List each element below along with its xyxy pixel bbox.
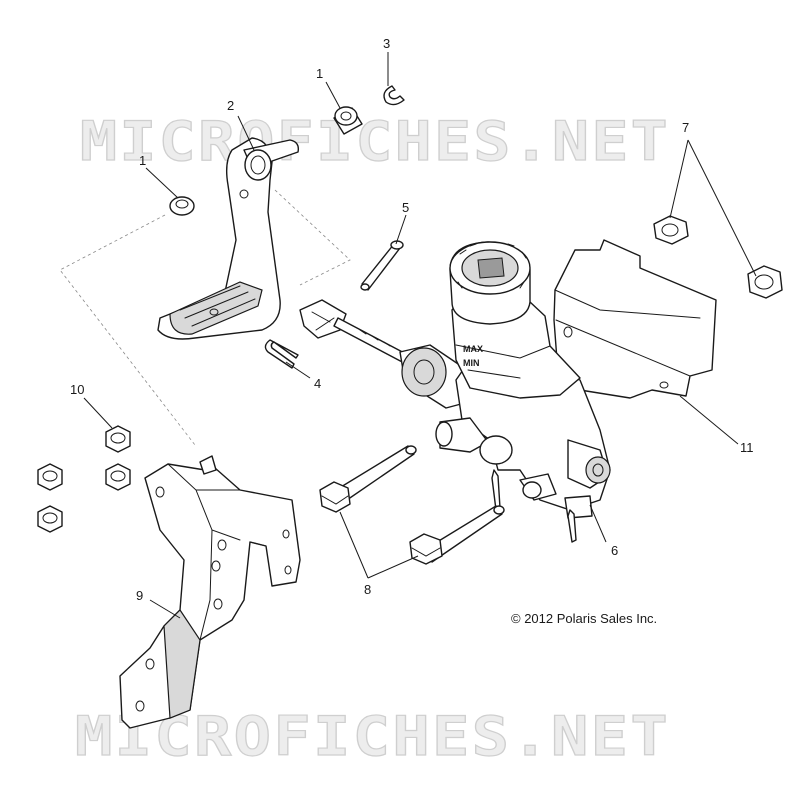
- nut-10-c: [105, 463, 131, 491]
- copyright-notice: © 2012 Polaris Sales Inc.: [511, 611, 657, 626]
- reservoir-max-mark: MAX: [463, 344, 483, 354]
- callout-1-top: 1: [316, 66, 323, 81]
- callout-8: 8: [364, 582, 371, 597]
- brake-pedal: [157, 137, 300, 340]
- callout-11: 11: [740, 440, 754, 455]
- pedal-mount-bracket: [119, 455, 301, 729]
- nut-10-b: [37, 463, 63, 491]
- master-cylinder: MAX MIN: [299, 241, 611, 543]
- callout-4: 4: [314, 376, 321, 391]
- callouts: 1 2 1 3 5 4 7 11 6 8 9 10: [70, 36, 754, 603]
- callout-1-left: 1: [139, 153, 146, 168]
- callout-6: 6: [611, 543, 618, 558]
- phantom-lines: [59, 189, 351, 446]
- nut-lower: [747, 265, 783, 299]
- callout-10: 10: [70, 382, 84, 397]
- nut-upper: [653, 215, 689, 245]
- e-clip: [383, 85, 405, 106]
- watermark-top: MICROFICHES.NET: [80, 110, 670, 173]
- leader-lines: [83, 52, 757, 619]
- bushing-top: [333, 106, 363, 135]
- bolt-upper: [319, 445, 417, 513]
- callout-7: 7: [682, 120, 689, 135]
- callout-3: 3: [383, 36, 390, 51]
- nut-10-d: [37, 505, 63, 533]
- clevis-pin: [360, 240, 404, 291]
- callout-2: 2: [227, 98, 234, 113]
- bolt-lower: [409, 505, 505, 565]
- bushing-left: [169, 196, 195, 216]
- callout-5: 5: [402, 200, 409, 215]
- nut-10-a: [105, 425, 131, 453]
- callout-9: 9: [136, 588, 143, 603]
- cotter-pin: [264, 339, 299, 369]
- reservoir-min-mark: MIN: [463, 358, 480, 368]
